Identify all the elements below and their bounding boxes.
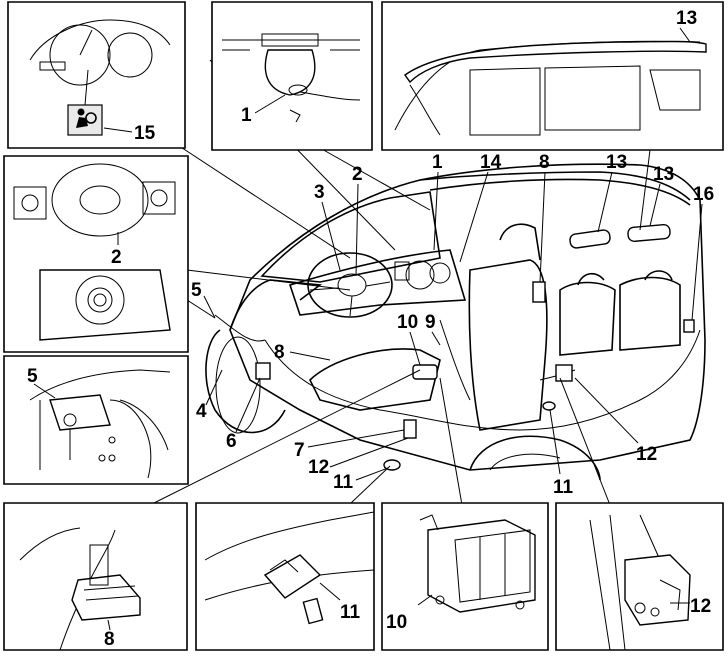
callout-11a: 11: [333, 472, 354, 493]
inset-front-sensor: 5: [3, 355, 189, 485]
callout-1: 1: [432, 152, 443, 173]
callout-5: 5: [191, 280, 202, 301]
callout-8a: 8: [274, 342, 285, 363]
callout-13-inset: 13: [676, 8, 697, 29]
callout-10: 10: [397, 312, 418, 333]
inset-steering-wheel: 2: [3, 155, 189, 353]
callout-8b: 8: [539, 152, 550, 173]
callout-6: 6: [226, 431, 237, 452]
callout-11b: 11: [553, 477, 574, 498]
callout-16: 16: [693, 184, 714, 205]
inset-driver-inflator: 1: [211, 1, 373, 151]
callout-1-inset: 1: [241, 105, 252, 126]
inset-control-module: 10: [381, 502, 549, 651]
callout-12b: 12: [636, 444, 657, 465]
callout-12a: 12: [308, 457, 329, 478]
callout-14: 14: [480, 152, 502, 173]
callout-13a: 13: [606, 152, 627, 173]
airbag-warning-icon: [76, 108, 97, 128]
callout-8-inset: 8: [104, 629, 115, 650]
callout-15: 15: [134, 123, 156, 144]
inset-seat-sensor: 8: [3, 502, 188, 651]
callout-9: 9: [425, 312, 436, 333]
callout-3: 3: [314, 182, 325, 203]
callout-12-inset: 12: [690, 596, 711, 617]
inset-pillar-sensor: 12: [555, 502, 724, 651]
callout-13b: 13: [653, 164, 674, 185]
callout-2-inset: 2: [111, 247, 122, 268]
inset-curtain-airbag: 13: [381, 1, 724, 151]
inset-floor-sensor: 11: [195, 502, 375, 651]
callout-5-inset: 5: [27, 366, 38, 387]
vehicle-illustration: [205, 163, 706, 481]
callout-10-inset: 10: [386, 612, 407, 633]
callout-7: 7: [294, 440, 305, 461]
main-callouts: 1 2 3 4 5 6 7 8 8 9 10 11 11 12 12 13 13…: [191, 152, 714, 498]
inset-dash-warning-lamp: 15: [7, 1, 186, 149]
callout-2: 2: [352, 164, 363, 185]
callout-4: 4: [196, 401, 207, 422]
callout-11-inset: 11: [340, 602, 361, 623]
